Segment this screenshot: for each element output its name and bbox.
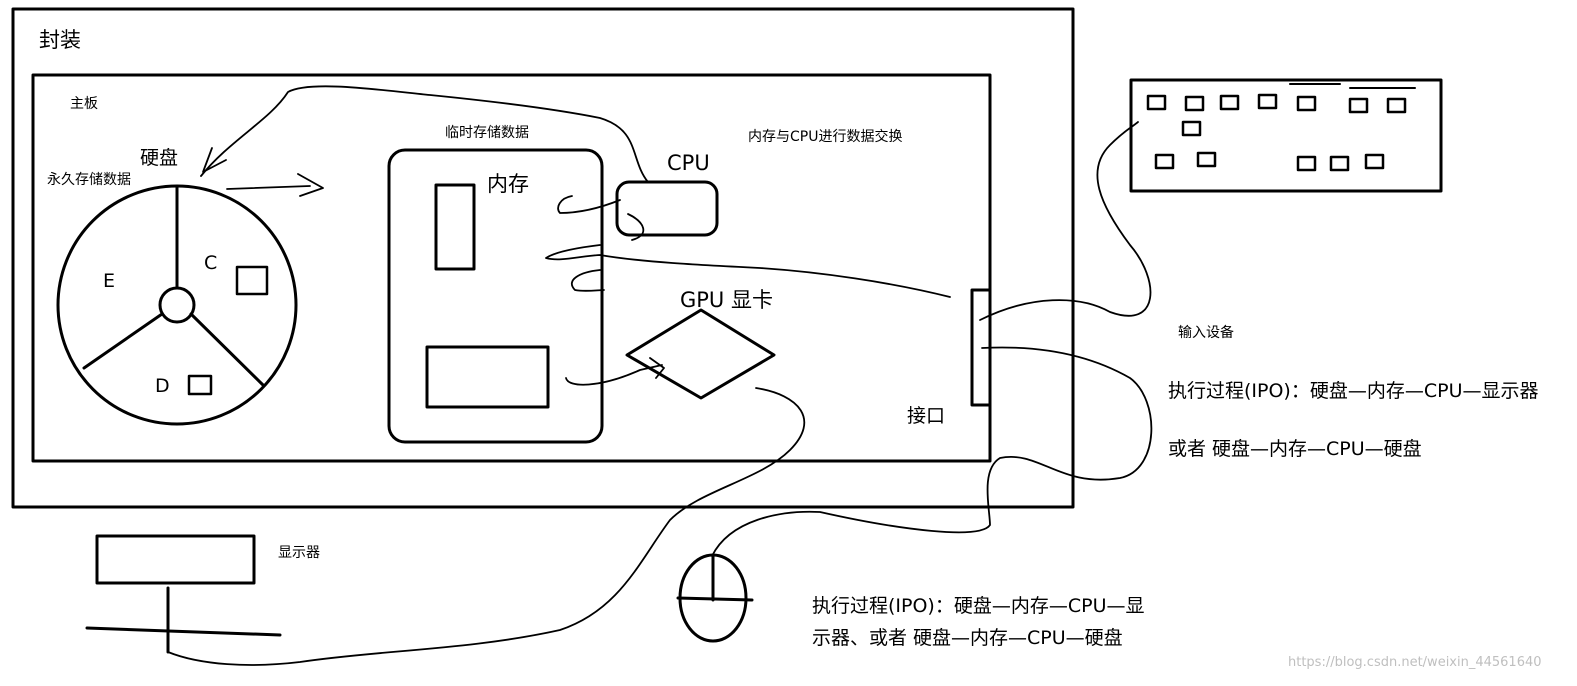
disk-memory-arrow xyxy=(226,173,324,197)
keyboard-cable xyxy=(979,121,1152,321)
input-device-label: 输入设备 xyxy=(1178,325,1234,341)
cpu-label: CPU xyxy=(667,151,710,175)
motherboard-box xyxy=(31,73,992,463)
monitor-label: 显示器 xyxy=(278,545,320,561)
arc-arrow-head xyxy=(202,147,227,173)
memory-cpu-exchange-label: 内存与CPU进行数据交换 xyxy=(748,129,903,145)
gpu-label: GPU 显卡 xyxy=(680,288,773,312)
hard-disk-label: 硬盘 xyxy=(140,147,179,169)
partition-d-label: D xyxy=(155,375,170,397)
hard-disk-drawing xyxy=(56,184,298,426)
monitor-drawing xyxy=(85,534,282,654)
enclosure-label: 封装 xyxy=(39,28,81,52)
mouse-drawing xyxy=(676,553,754,643)
memory-gpu-link xyxy=(565,357,665,386)
mouse-cable xyxy=(711,346,1153,557)
process-note-right: 执行过程(IPO)：硬盘—内存—CPU—显示器 xyxy=(1168,380,1539,402)
process-note-right-alt: 或者 硬盘—内存—CPU—硬盘 xyxy=(1168,438,1422,460)
cpu-chip xyxy=(615,180,719,237)
permanent-storage-label: 永久存储数据 xyxy=(47,172,131,188)
process-note-bottom-line1: 执行过程(IPO)：硬盘—内存—CPU—显 xyxy=(812,595,1145,617)
process-note-bottom-line2: 示器、或者 硬盘—内存—CPU—硬盘 xyxy=(812,627,1123,649)
disk-cpu-arc xyxy=(200,85,649,183)
memory-cpu-link xyxy=(557,195,645,241)
memory-drawing xyxy=(387,148,604,444)
gpu-monitor-cable xyxy=(167,387,806,666)
motherboard-label: 主板 xyxy=(70,96,98,112)
partition-c-label: C xyxy=(204,252,218,274)
memory-interface-link xyxy=(545,244,951,298)
keyboard-drawing xyxy=(1129,78,1443,193)
enclosure-box xyxy=(11,7,1075,509)
interface-label: 接口 xyxy=(907,405,946,427)
partition-e-label: E xyxy=(103,270,116,292)
watermark: https://blog.csdn.net/weixin_44561640 xyxy=(1288,655,1542,670)
temp-storage-label: 临时存储数据 xyxy=(445,125,529,141)
memory-label: 内存 xyxy=(487,172,529,196)
gpu-card xyxy=(625,308,776,400)
